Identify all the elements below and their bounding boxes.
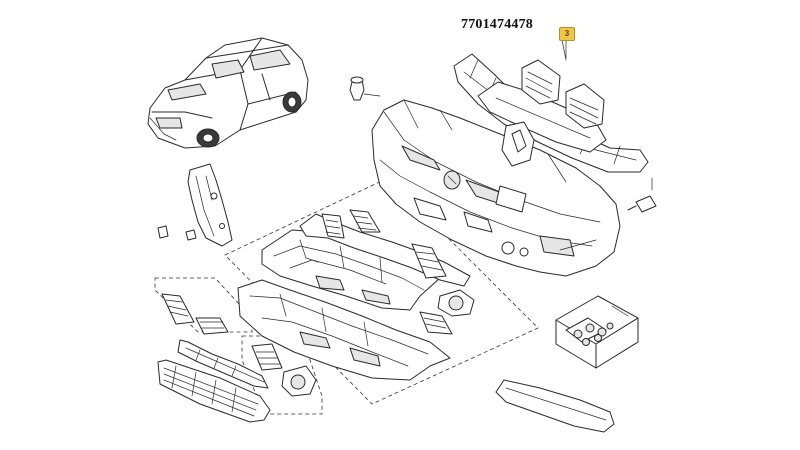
trim-moulding xyxy=(495,379,615,433)
side-bracket xyxy=(157,163,233,247)
upper-absorber xyxy=(261,229,441,311)
screw-clip xyxy=(349,76,381,101)
upper-insert-grilles xyxy=(521,39,605,129)
side-clip-right xyxy=(627,177,657,213)
bottom-fog-bezel xyxy=(251,343,317,397)
center-crossmember xyxy=(299,209,471,287)
fog-grille-right xyxy=(419,311,453,335)
callout-badge[interactable]: 3 xyxy=(559,27,575,41)
car-illustration xyxy=(147,37,309,149)
dashed-group-left xyxy=(154,277,253,333)
upper-grille-strip xyxy=(177,339,269,389)
front-bumper xyxy=(371,99,621,277)
lower-mesh-grille xyxy=(157,359,271,423)
fastener-kit-box xyxy=(555,295,639,369)
lower-absorber xyxy=(237,279,451,381)
fog-bezel-right xyxy=(437,289,475,317)
left-fog-grille-pair xyxy=(161,293,229,335)
part-number-label: 7701474478 xyxy=(461,17,533,32)
upper-grille-panel xyxy=(477,81,607,167)
